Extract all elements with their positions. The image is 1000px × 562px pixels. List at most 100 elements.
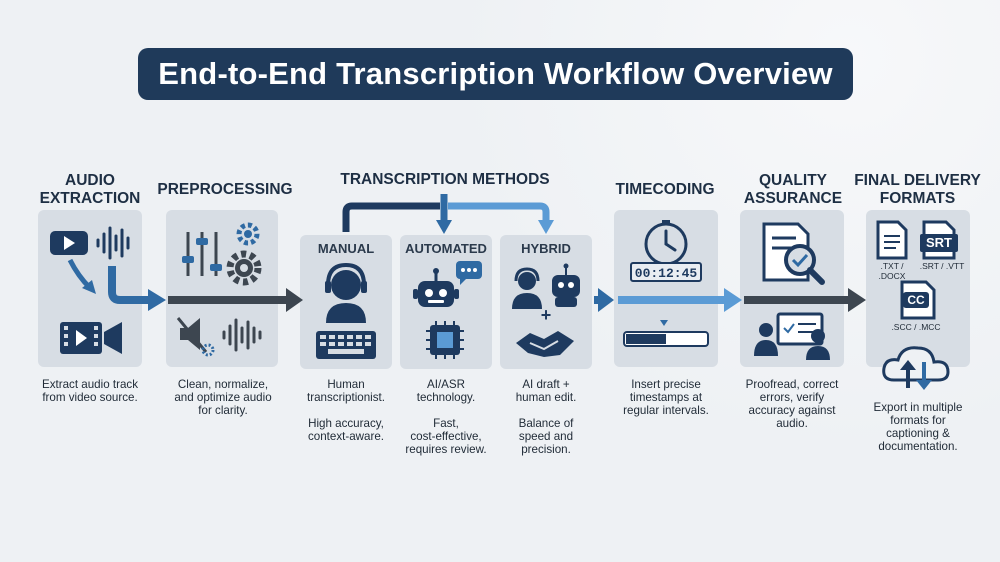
stage-title-final-delivery: FINAL DELIVERY FORMATS	[850, 172, 985, 208]
method-label-automated: AUTOMATED	[405, 241, 487, 256]
desc-line: AI/ASR	[426, 378, 465, 391]
desc-line: technology.	[416, 391, 476, 404]
stage-title-preprocessing: PREPROCESSING	[157, 181, 293, 198]
reviewers-screen-icon	[754, 312, 830, 360]
cloud-export-icon	[882, 346, 950, 390]
hybrid-plus-sign: +	[540, 305, 552, 325]
qa-to-delivery-shaft	[744, 296, 850, 304]
desc-line: captioning &	[886, 427, 950, 440]
desc-line: Fast,	[433, 417, 459, 430]
cc-badge: CC	[903, 292, 929, 308]
main-flow-arrow-shaft	[168, 296, 288, 304]
gear-icon	[226, 222, 262, 286]
branch-to-hybrid-head	[538, 220, 554, 234]
stage-title-line: ASSURANCE	[743, 190, 843, 207]
desc-hybrid: AI draft + human edit. Balance of speed …	[500, 378, 592, 456]
video-play-icon	[50, 231, 88, 255]
branch-to-hybrid	[448, 202, 550, 222]
speaker-mute-icon	[176, 317, 215, 357]
video-camera-icon	[60, 322, 122, 354]
stage-title-quality-assurance: QUALITY ASSURANCE	[728, 172, 858, 208]
timecode-to-qa-head	[724, 288, 742, 312]
desc-line: for clarity.	[198, 404, 248, 417]
page-title: End-to-End Transcription Workflow Overvi…	[138, 48, 853, 100]
chat-bubble-icon	[456, 261, 482, 285]
timeline-bar-icon	[623, 320, 709, 347]
doc-format-label: .TXT / .DOCX	[878, 261, 906, 281]
desc-preprocessing: Clean, normalize, and optimize audio for…	[160, 378, 286, 417]
desc-line: AI draft +	[522, 378, 570, 391]
desc-final-delivery: Export in multiple formats for captionin…	[856, 401, 980, 453]
stage-title-line: QUALITY	[758, 172, 828, 189]
desc-line: requires review.	[405, 443, 487, 456]
audio-to-preprocess-arrow	[108, 266, 150, 304]
desc-line: documentation.	[878, 440, 958, 453]
timecoding-icons	[623, 220, 709, 347]
document-magnifier-icon	[762, 222, 825, 285]
stage-title-line: FINAL DELIVERY	[854, 172, 981, 189]
stage-title-line: FORMATS	[879, 190, 956, 207]
qa-to-delivery-head	[848, 288, 866, 312]
processor-chip-icon	[426, 321, 464, 359]
card-preprocessing	[166, 210, 278, 367]
desc-line: Proofread, correct	[745, 378, 839, 391]
stage-title-line: EXTRACTION	[39, 190, 141, 207]
preprocessing-icons	[176, 222, 262, 357]
automated-icons	[413, 261, 482, 359]
desc-line: timestamps at	[629, 391, 703, 404]
timestamp-display: 00:12:45	[630, 262, 702, 282]
method-label-manual: MANUAL	[317, 241, 375, 256]
desc-line: transcriptionist.	[307, 391, 385, 404]
desc-line: High accuracy,	[308, 417, 384, 430]
hybrid-to-timecode-shaft	[594, 296, 600, 304]
desc-automated: AI/ASR technology. Fast, cost-effective,…	[396, 378, 496, 456]
audio-waveform-icon	[222, 318, 262, 352]
person-headset-icon	[512, 267, 542, 309]
method-label-hybrid: HYBRID	[521, 241, 571, 256]
hybrid-to-timecode-head	[598, 288, 614, 312]
clock-icon	[644, 220, 688, 266]
desc-line: errors, verify	[759, 391, 825, 404]
keyboard-icon	[316, 331, 376, 359]
desc-line: Insert precise	[631, 378, 701, 391]
stage-title-audio-extraction: AUDIO EXTRACTION	[30, 172, 150, 208]
qa-icons	[754, 222, 830, 360]
robot-icon	[552, 263, 580, 307]
desc-line: Human	[327, 378, 365, 391]
desc-line: accuracy against	[748, 404, 836, 417]
desc-line: speed and	[518, 430, 574, 443]
desc-line: audio.	[776, 417, 808, 430]
cc-format-label: .SCC / .MCC	[891, 322, 941, 332]
audio-to-preprocess-arrow-head	[148, 289, 166, 311]
desc-line: Clean, normalize,	[177, 378, 269, 391]
hybrid-icons	[512, 263, 580, 357]
equalizer-sliders-icon	[182, 232, 222, 276]
desc-line: from video source.	[42, 391, 138, 404]
desc-line: human edit.	[515, 391, 577, 404]
desc-line: Balance of	[518, 417, 574, 430]
robot-icon	[413, 268, 459, 307]
main-flow-arrow-head	[286, 288, 303, 312]
headset-person-icon	[325, 262, 367, 323]
stage-title-line: AUDIO	[65, 172, 115, 189]
srt-badge: SRT	[920, 234, 958, 252]
desc-line: regular intervals.	[623, 404, 709, 417]
srt-format-label: .SRT / .VTT	[919, 261, 965, 271]
branch-to-automated-head	[436, 220, 452, 234]
manual-icons	[316, 262, 376, 359]
desc-line: formats for	[890, 414, 946, 427]
desc-line: precision.	[521, 443, 571, 456]
audio-extraction-icons	[50, 226, 130, 354]
branch-to-manual	[342, 202, 440, 232]
desc-line: context-aware.	[307, 430, 385, 443]
desc-timecoding: Insert precise timestamps at regular int…	[606, 378, 726, 417]
timecode-to-qa-shaft	[618, 296, 726, 304]
stage-title-timecoding: TIMECODING	[615, 181, 715, 198]
desc-audio-extraction: Extract audio track from video source.	[28, 378, 152, 404]
desc-quality-assurance: Proofread, correct errors, verify accura…	[730, 378, 854, 430]
document-file-icon	[876, 220, 908, 260]
handshake-icon	[516, 331, 574, 357]
desc-manual: Human transcriptionist. High accuracy, c…	[293, 378, 399, 443]
desc-line: Export in multiple	[873, 401, 963, 414]
